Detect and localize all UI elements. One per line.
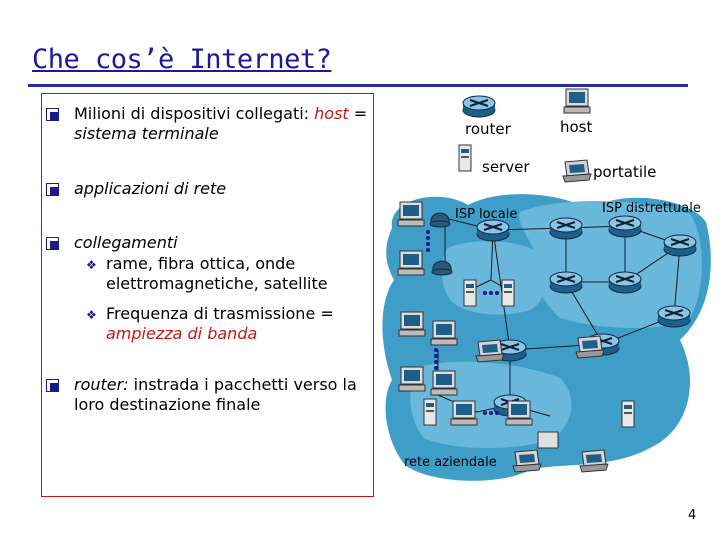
page-title: Che cos’è Internet? bbox=[32, 44, 332, 75]
host-label: host bbox=[560, 118, 593, 136]
server-label: server bbox=[482, 158, 530, 176]
server-icon bbox=[423, 398, 437, 426]
host-legend-icon bbox=[563, 88, 591, 114]
server-legend-icon bbox=[458, 144, 472, 172]
host-term: host bbox=[314, 104, 349, 123]
pc-icon bbox=[430, 370, 458, 396]
square-bullet-icon bbox=[46, 379, 59, 392]
home-pc-icon bbox=[397, 201, 425, 227]
pc-icon bbox=[450, 400, 478, 426]
home-pc-icon bbox=[397, 250, 425, 276]
laptop-icon bbox=[512, 449, 542, 473]
portatile-label: portatile bbox=[593, 163, 657, 181]
laptop-icon bbox=[475, 339, 505, 363]
bullet-devices: Milioni di dispositivi collegati: host =… bbox=[74, 104, 374, 144]
regional-router-2 bbox=[608, 215, 642, 238]
sub-bullet-media: rame, fibra ottica, onde elettromagnetic… bbox=[106, 254, 328, 293]
regional-router-1 bbox=[549, 217, 583, 240]
bullet-devices-text: Milioni di dispositivi collegati: bbox=[74, 104, 315, 123]
isp-server-icon bbox=[501, 279, 515, 307]
regional-router-5 bbox=[608, 271, 642, 294]
isp-distrettuale-label: ISP distrettuale bbox=[602, 201, 701, 216]
square-bullet-icon bbox=[46, 108, 59, 121]
server-icon bbox=[621, 400, 635, 428]
text-box: Milioni di dispositivi collegati: host =… bbox=[41, 93, 374, 497]
isp-locale-router bbox=[476, 219, 510, 242]
bullet-apps: applicazioni di rete bbox=[74, 179, 227, 198]
diamond-bullet-icon: ❖ bbox=[86, 258, 97, 272]
modem-phone-icon bbox=[429, 212, 451, 228]
sub-bullet-bandwidth: Frequenza di trasmissione = ampiezza di … bbox=[106, 304, 368, 344]
router-label: router bbox=[465, 120, 511, 138]
pc-icon bbox=[430, 320, 458, 346]
title-underline bbox=[28, 84, 688, 87]
pc-icon bbox=[398, 311, 426, 337]
bullet-router: router: instrada i pacchetti verso la lo… bbox=[74, 375, 374, 415]
regional-router-3 bbox=[663, 234, 697, 257]
dots-icon bbox=[426, 230, 499, 415]
router-definition: instrada i pacchetti verso la loro desti… bbox=[74, 375, 357, 414]
pc-icon bbox=[398, 366, 426, 392]
bandwidth-term: ampiezza di banda bbox=[106, 324, 258, 343]
modem-phone-icon bbox=[431, 260, 453, 276]
pc-icon bbox=[505, 400, 533, 426]
page-number: 4 bbox=[688, 508, 697, 523]
bandwidth-text: Frequenza di trasmissione = bbox=[106, 304, 334, 323]
rete-aziendale-label: rete aziendale bbox=[404, 455, 497, 470]
laptop-legend-icon bbox=[562, 159, 592, 183]
access-point-icon bbox=[537, 431, 559, 449]
regional-router-4 bbox=[549, 271, 583, 294]
laptop-icon bbox=[579, 449, 609, 473]
isp-locale-region bbox=[441, 241, 547, 315]
isp-server-icon bbox=[463, 279, 477, 307]
router-term: router: bbox=[74, 375, 129, 394]
laptop-icon bbox=[575, 335, 605, 359]
host-definition: = sistema terminale bbox=[74, 104, 368, 143]
square-bullet-icon bbox=[46, 237, 59, 250]
regional-router-6 bbox=[657, 305, 691, 328]
diamond-bullet-icon: ❖ bbox=[86, 308, 97, 322]
bullet-links: collegamenti bbox=[74, 233, 178, 252]
router-legend-icon bbox=[462, 95, 496, 118]
square-bullet-icon bbox=[46, 183, 59, 196]
isp-locale-label: ISP locale bbox=[455, 207, 518, 222]
